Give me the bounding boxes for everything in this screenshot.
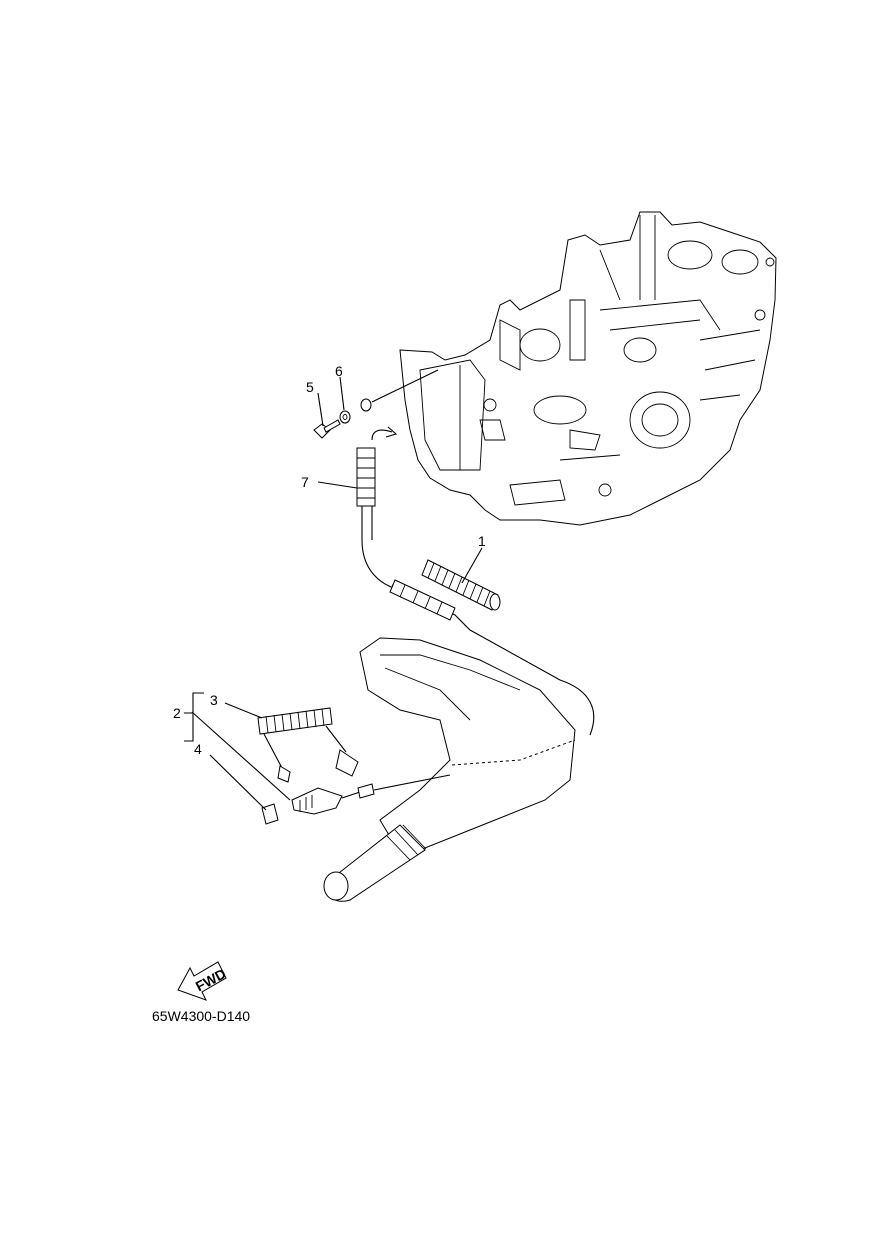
callout-labels: 1 2 3 4 5 6 7 (173, 363, 486, 757)
engine-block (399, 211, 777, 526)
corrugated-tube (421, 559, 501, 611)
washer (339, 398, 372, 424)
cap (261, 803, 279, 825)
drawing-code: 65W4300-D140 (152, 1008, 251, 1024)
callout-7: 7 (301, 474, 309, 490)
tiller-handle (323, 637, 576, 902)
callout-6: 6 (335, 363, 343, 379)
leader-lines (184, 376, 483, 811)
callout-4: 4 (194, 741, 202, 757)
bolt (313, 419, 341, 439)
fwd-arrow-icon: FWD (177, 961, 228, 1001)
callout-5: 5 (306, 379, 314, 395)
callout-1: 1 (478, 533, 486, 549)
stop-switch (291, 774, 451, 815)
callout-2: 2 (173, 705, 181, 721)
lanyard-cord (257, 707, 359, 783)
wire-harness (356, 447, 595, 736)
callout-3: 3 (210, 692, 218, 708)
